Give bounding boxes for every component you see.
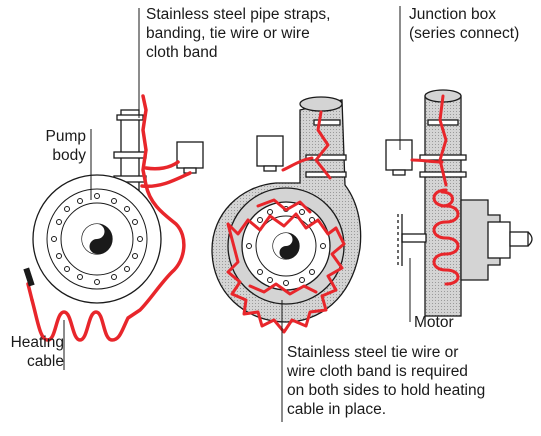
label-pump-body: Pump body	[45, 128, 87, 164]
label-straps: Stainless steel pipe straps, banding, ti…	[146, 6, 331, 61]
leader-lines	[63, 6, 411, 422]
heating-cable-left	[26, 94, 192, 342]
cable-end-cap	[23, 267, 35, 287]
label-junction-box: Junction box (series connect)	[409, 6, 520, 42]
label-heating-cable: Heating cable	[10, 334, 64, 370]
junction-box-middle	[256, 135, 284, 167]
pump-left-flange-upper	[113, 151, 147, 159]
heating-cable-middle	[226, 110, 346, 334]
pump-right	[385, 89, 533, 317]
pump-left-strap	[116, 114, 144, 121]
junction-box-right	[385, 139, 413, 171]
pump-left	[32, 109, 204, 304]
heating-cable-right	[410, 94, 460, 286]
label-motor: Motor	[414, 314, 454, 331]
label-tie-wire-note: Stainless steel tie wire or wire cloth b…	[287, 344, 486, 418]
junction-box-left	[176, 141, 204, 169]
